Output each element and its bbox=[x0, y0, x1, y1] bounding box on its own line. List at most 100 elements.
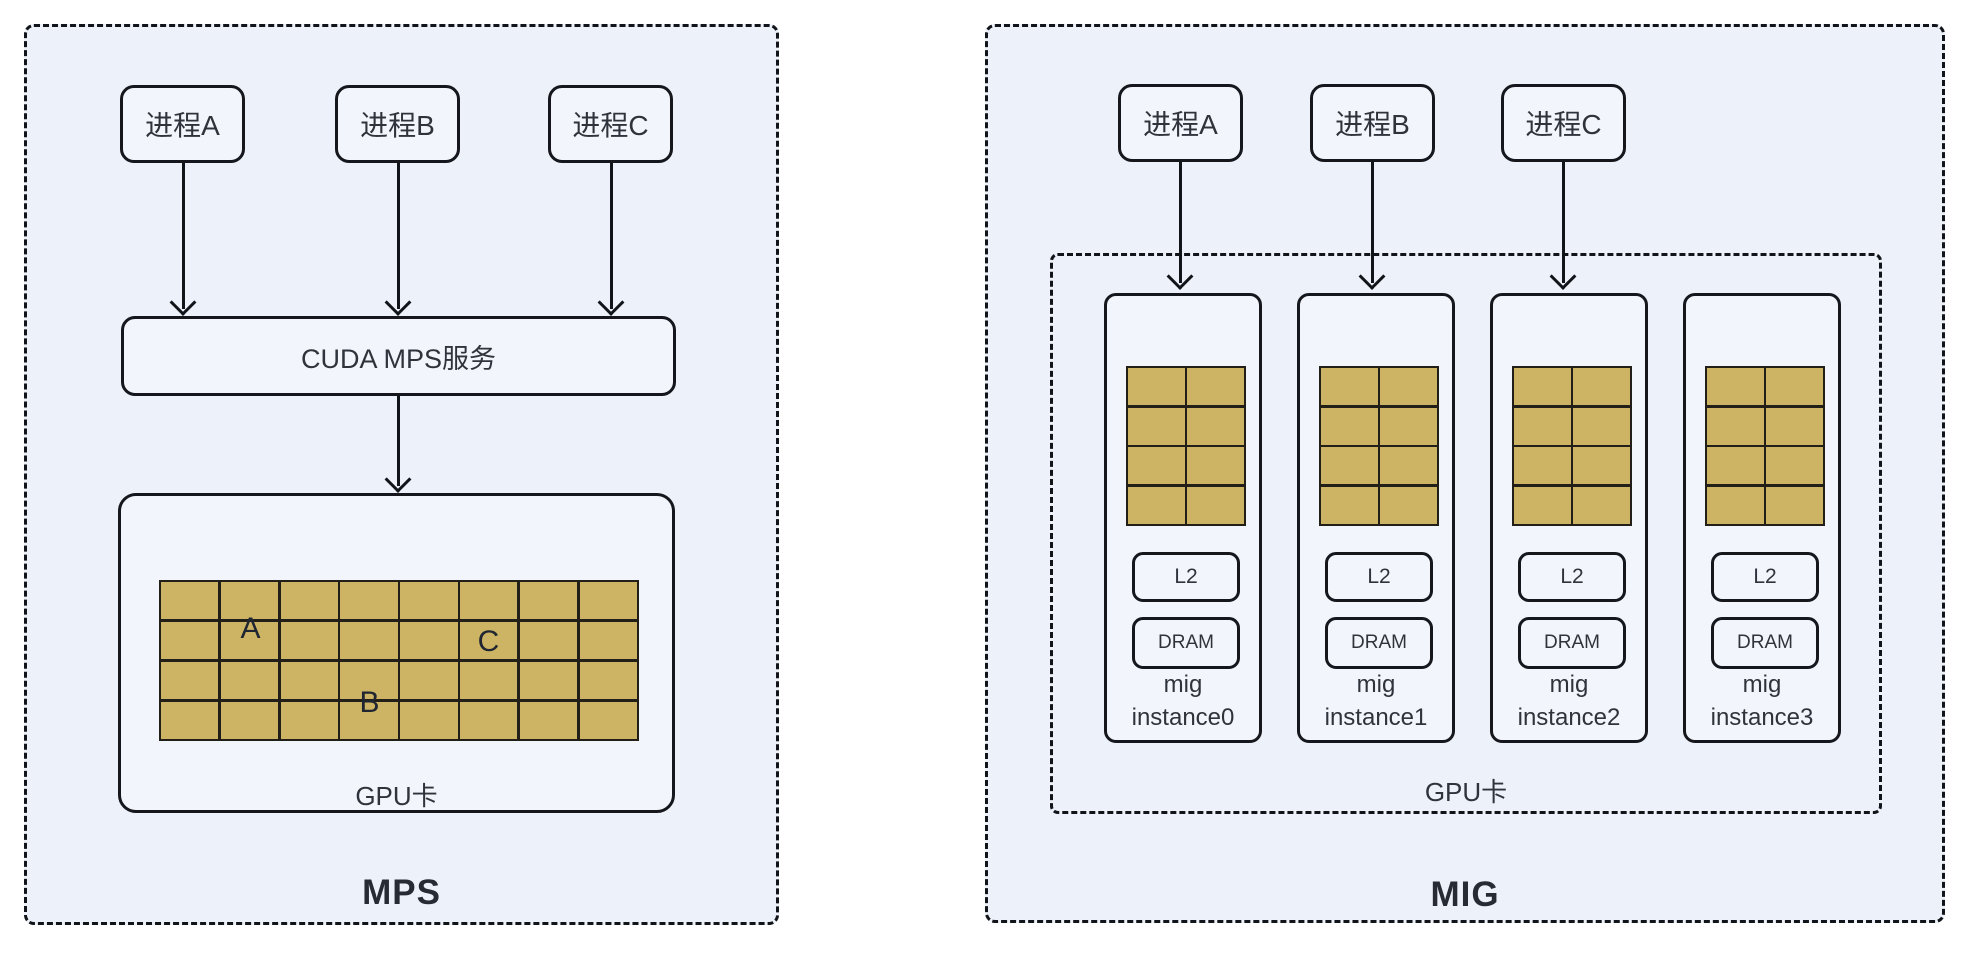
instance-name-line1: mig bbox=[1356, 671, 1396, 698]
sm-cell bbox=[1514, 447, 1571, 485]
l2-cache-box: L2 bbox=[1132, 552, 1240, 602]
sm-cell bbox=[340, 701, 398, 739]
l2-cache-box: L2 bbox=[1518, 552, 1626, 602]
dram-label: DRAM bbox=[1351, 632, 1407, 653]
sm-cell bbox=[1573, 368, 1630, 406]
dram-box: DRAM bbox=[1132, 617, 1240, 669]
gpu-card-label: GPU卡 bbox=[1424, 777, 1508, 807]
dram-box: DRAM bbox=[1711, 617, 1819, 669]
mig-instance-box-2: L2 DRAM mig instance2 bbox=[1490, 293, 1648, 743]
instance-name-line2: instance3 bbox=[1710, 704, 1814, 731]
sm-cell bbox=[1707, 407, 1764, 445]
sm-cell bbox=[1707, 368, 1764, 406]
instance-name-line2: instance2 bbox=[1517, 704, 1621, 731]
sm-cell bbox=[220, 582, 279, 620]
sm-cell bbox=[1128, 447, 1185, 485]
sm-cell bbox=[460, 661, 518, 700]
mps-title: MPS bbox=[362, 873, 441, 912]
process-box-a: 进程A bbox=[120, 85, 245, 163]
sm-cell bbox=[280, 701, 338, 739]
sm-cell bbox=[460, 621, 518, 660]
sm-cell bbox=[1766, 368, 1823, 406]
process-label-c: 进程C bbox=[572, 110, 649, 141]
instance-name-line2: instance0 bbox=[1131, 704, 1235, 731]
mig-instance-box-3: L2 DRAM mig instance3 bbox=[1683, 293, 1841, 743]
sm-cell bbox=[1128, 486, 1185, 524]
l2-cache-box: L2 bbox=[1325, 552, 1433, 602]
instance-name-line1: mig bbox=[1742, 671, 1782, 698]
sm-cell bbox=[400, 582, 458, 620]
instance-name-line1: mig bbox=[1549, 671, 1589, 698]
process-box-c: 进程C bbox=[1501, 84, 1626, 162]
sm-cell bbox=[340, 621, 398, 660]
sm-grid bbox=[1705, 366, 1825, 526]
mig-instance-box-1: L2 DRAM mig instance1 bbox=[1297, 293, 1455, 743]
sm-cell bbox=[1573, 486, 1630, 524]
mig-panel: 进程A 进程B 进程C L2 DRAM mig instance0 L2 DRA… bbox=[985, 24, 1945, 923]
sm-cell bbox=[1573, 447, 1630, 485]
sm-cell bbox=[1128, 368, 1185, 406]
arrow-service-to-gpu bbox=[396, 396, 400, 486]
sm-cell bbox=[519, 621, 578, 660]
dram-box: DRAM bbox=[1518, 617, 1626, 669]
arrow-process-c-to-service bbox=[609, 163, 613, 309]
sm-grid bbox=[1126, 366, 1246, 526]
sm-cell bbox=[1573, 407, 1630, 445]
sm-cell bbox=[220, 621, 279, 660]
mig-instance-box-0: L2 DRAM mig instance0 bbox=[1104, 293, 1262, 743]
partition-label-c: C bbox=[477, 624, 500, 658]
sm-cell bbox=[1380, 447, 1437, 485]
sm-cell bbox=[1707, 486, 1764, 524]
sm-cell bbox=[1380, 368, 1437, 406]
sm-cell bbox=[1321, 407, 1378, 445]
sm-cell bbox=[1128, 407, 1185, 445]
process-label-a: 进程A bbox=[1143, 109, 1218, 140]
cuda-mps-service-box: CUDA MPS服务 bbox=[121, 316, 676, 396]
sm-cell bbox=[220, 701, 279, 739]
l2-label: L2 bbox=[1560, 565, 1584, 588]
mig-title: MIG bbox=[1430, 875, 1500, 914]
sm-cell bbox=[1514, 407, 1571, 445]
sm-cell bbox=[1321, 447, 1378, 485]
sm-cell bbox=[161, 661, 219, 700]
sm-cell bbox=[579, 701, 637, 739]
sm-cell bbox=[519, 582, 578, 620]
cuda-mps-service-label: CUDA MPS服务 bbox=[300, 343, 497, 374]
sm-grid bbox=[1319, 366, 1439, 526]
process-box-a: 进程A bbox=[1118, 84, 1243, 162]
sm-cell bbox=[1187, 368, 1244, 406]
sm-cell bbox=[1514, 368, 1571, 406]
sm-cell bbox=[579, 661, 637, 700]
sm-cell bbox=[400, 701, 458, 739]
sm-cell bbox=[1380, 407, 1437, 445]
instance-name-line2: instance1 bbox=[1324, 704, 1428, 731]
sm-cell bbox=[1766, 407, 1823, 445]
sm-cell bbox=[220, 661, 279, 700]
dram-label: DRAM bbox=[1737, 632, 1793, 653]
arrow-process-b-to-service bbox=[396, 163, 400, 309]
instance-name: mig instance0 bbox=[1107, 668, 1259, 734]
arrow-process-c-to-instance bbox=[1561, 162, 1565, 283]
sm-cell bbox=[400, 621, 458, 660]
dram-label: DRAM bbox=[1158, 632, 1214, 653]
sm-cell bbox=[161, 701, 219, 739]
process-box-b: 进程B bbox=[1310, 84, 1435, 162]
process-box-b: 进程B bbox=[335, 85, 460, 163]
sm-cell bbox=[460, 701, 518, 739]
partition-label-b: B bbox=[359, 685, 380, 719]
gpu-card-label: GPU卡 bbox=[355, 781, 438, 811]
process-label-c: 进程C bbox=[1525, 109, 1602, 140]
sm-cell bbox=[1707, 447, 1764, 485]
sm-cell bbox=[1187, 486, 1244, 524]
l2-label: L2 bbox=[1367, 565, 1391, 588]
sm-cell bbox=[519, 661, 578, 700]
sm-cell bbox=[519, 701, 578, 739]
sm-cell bbox=[1187, 447, 1244, 485]
instance-name: mig instance2 bbox=[1493, 668, 1645, 734]
sm-cell bbox=[1321, 368, 1378, 406]
sm-cell bbox=[579, 582, 637, 620]
instance-name-line1: mig bbox=[1163, 671, 1203, 698]
